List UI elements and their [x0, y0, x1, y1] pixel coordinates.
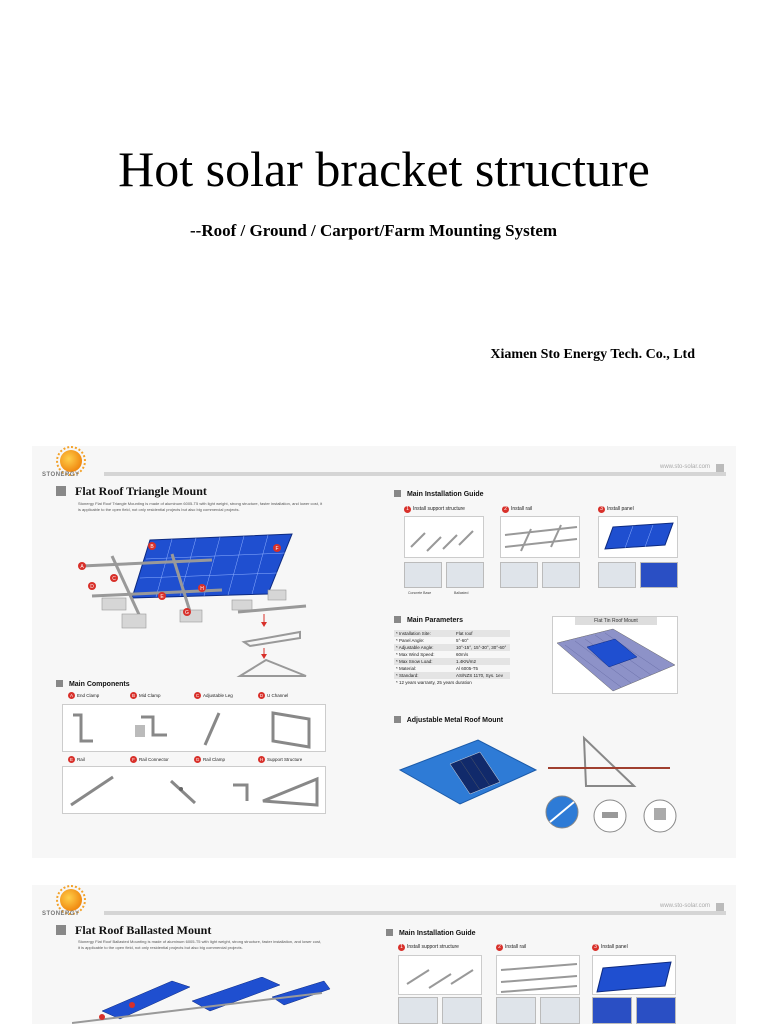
metal-roof-diagram [398, 735, 677, 833]
brochure-ballasted-mount: STONERGY www.sto-solar.com Flat Roof Bal… [32, 885, 736, 1024]
guide-image-rail [500, 516, 580, 558]
param-row: * Adjustable Angle:10°-15°, 15°-30°, 30°… [394, 644, 510, 651]
installation-guide-title: Main Installation Guide [394, 490, 484, 498]
sun-icon [60, 889, 82, 911]
diagram-letter-g: G [185, 610, 189, 616]
guide-thumb-4 [540, 997, 580, 1024]
header-square [716, 464, 724, 472]
caption-concrete-base: Concrete Base [408, 591, 432, 595]
guide-thumb-1 [404, 562, 442, 588]
parameters-table: * Installation Site:Flat roof * Panel An… [394, 630, 510, 686]
header-divider [104, 911, 726, 915]
ballasted-mount-diagram [72, 977, 331, 1024]
guide-thumb-6 [640, 562, 678, 588]
section-title: Flat Roof Ballasted Mount [56, 923, 211, 938]
page-title: Hot solar bracket structure [118, 141, 650, 197]
diagram-letter-f: F [275, 546, 278, 552]
guide-thumb-6 [636, 997, 676, 1024]
metal-roof-title: Adjustable Metal Roof Mount [394, 716, 503, 724]
sun-icon [60, 450, 82, 472]
guide-thumb-1 [398, 997, 438, 1024]
guide-thumb-4 [542, 562, 580, 588]
caption-ballasted: Ballasted [454, 591, 469, 595]
company-name: Xiamen Sto Energy Tech. Co., Ltd [490, 347, 695, 362]
param-row: * 12 years warranty, 25 years duration [396, 680, 472, 685]
diagram-letter-b: B [150, 544, 154, 550]
guide-image-rail [496, 955, 580, 995]
diagram-letter-e: E [160, 594, 164, 600]
diagram-letter-a: A [80, 564, 84, 570]
diagram-letter-d: D [90, 584, 94, 590]
guide-thumb-5 [592, 997, 632, 1024]
guide-image-support [398, 955, 482, 995]
diagram-letter-h: H [200, 586, 204, 592]
section-description: Stonergy Flat Roof Ballasted Mounting is… [78, 939, 322, 950]
diagram-letter-c: C [112, 576, 116, 582]
guide-thumb-5 [598, 562, 636, 588]
website-url: www.sto-solar.com [659, 464, 710, 470]
section-description: Stonergy Flat Roof Triangle Mounting is … [78, 501, 323, 512]
website-url: www.sto-solar.com [659, 903, 710, 909]
components-strip-1 [62, 704, 326, 752]
guide-image-support [404, 516, 484, 558]
page-subtitle: --Roof / Ground / Carport/Farm Mounting … [190, 221, 558, 240]
param-row: * Material:Al 6005-T5 [396, 666, 479, 671]
parameters-title: Main Parameters [394, 616, 463, 624]
installation-guide-title: Main Installation Guide [386, 929, 476, 937]
guide-thumb-2 [442, 997, 482, 1024]
brochure-triangle-mount: STONERGY www.sto-solar.com Flat Roof Tri… [32, 446, 736, 858]
guide-image-panel [598, 516, 678, 558]
header-divider [104, 472, 726, 476]
param-row: * Max Wind Speed:60m/s [396, 652, 469, 657]
guide-image-panel [592, 955, 676, 995]
components-strip-2 [62, 766, 326, 814]
tin-roof-image: Flat Tin Roof Mount [552, 616, 678, 694]
param-row: * Standard:AS/NZS 1170, Sys. 1ev [394, 672, 510, 679]
triangle-mount-diagram: A B C D E F G H [78, 533, 293, 629]
components-title: Main Components [56, 680, 130, 688]
guide-thumb-3 [500, 562, 538, 588]
guide-thumb-2 [446, 562, 484, 588]
param-row: * Max Snow Load:1.4KN/m2 [394, 658, 510, 665]
assembly-steps-diagram [236, 604, 307, 677]
header-square [716, 903, 724, 911]
tin-roof-label: Flat Tin Roof Mount [575, 617, 657, 625]
guide-thumb-3 [496, 997, 536, 1024]
section-title: Flat Roof Triangle Mount [56, 484, 207, 499]
param-row: * Panel Angle:5°-60° [396, 638, 469, 643]
param-row: * Installation Site:Flat roof [394, 630, 510, 637]
